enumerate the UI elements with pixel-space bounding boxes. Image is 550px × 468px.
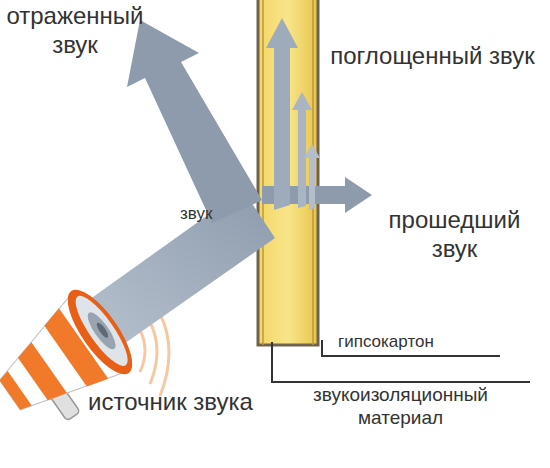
- part-label: звукоизоляционный материал: [278, 384, 523, 430]
- megaphone-symbol: [0, 281, 146, 440]
- absorbed-arrow: [304, 144, 320, 210]
- absorbed-label: поглощенный звук: [330, 42, 535, 71]
- reflected-label: отраженный звук: [0, 2, 150, 60]
- absorbed-arrow: [266, 18, 298, 210]
- transmitted-label: прошедший звук: [372, 206, 537, 264]
- incoming-sound-beam: [79, 190, 275, 353]
- part-label: гипсокартон: [338, 332, 528, 352]
- source-label: источник звука: [88, 388, 253, 417]
- gypsum-layer: [262, 0, 264, 345]
- reflected-arrow: [127, 20, 262, 223]
- beam-label: звук: [180, 204, 240, 224]
